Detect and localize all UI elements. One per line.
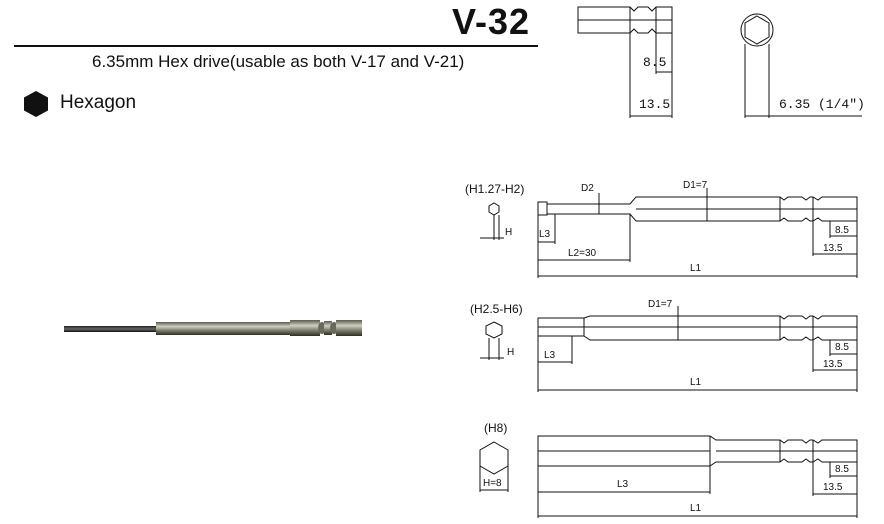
variant-large-l3: L3 xyxy=(617,479,629,490)
shank-hex-size-dim: 6.35 (1/4") xyxy=(779,97,865,112)
variant-small-neck: 8.5 xyxy=(835,225,849,236)
variant-medium-range: (H2.5-H6) xyxy=(470,302,523,316)
variant-medium-h: H xyxy=(507,347,514,358)
variant-medium-hex: 13.5 xyxy=(823,359,843,370)
page-title: V-32 xyxy=(452,1,531,42)
variant-small-l1: L1 xyxy=(690,263,702,274)
variant-large-h: H=8 xyxy=(483,478,502,489)
variant-medium-neck: 8.5 xyxy=(835,342,849,353)
variant-small-hex: 13.5 xyxy=(823,243,843,254)
variant-small-d2: D2 xyxy=(581,183,594,194)
variant-medium-l1: L1 xyxy=(690,377,702,388)
shape-label: Hexagon xyxy=(60,92,137,113)
variant-large-range: (H8) xyxy=(484,421,507,435)
hexagon-icon xyxy=(24,91,48,117)
title-rule xyxy=(14,45,538,47)
variant-small-h: H xyxy=(505,227,512,238)
variant-small-drawing xyxy=(480,188,858,278)
variant-large-hex: 13.5 xyxy=(823,482,843,493)
variant-large-neck: 8.5 xyxy=(835,464,849,475)
variant-small-range: (H1.27-H2) xyxy=(465,182,524,196)
shank-end-view xyxy=(740,13,862,118)
shank-side-view xyxy=(577,6,673,118)
variant-small-l3: L3 xyxy=(539,229,551,240)
variant-large-l1: L1 xyxy=(690,503,702,514)
subtitle: 6.35mm Hex drive(usable as both V-17 and… xyxy=(92,52,465,71)
shank-neck-dim: 8.5 xyxy=(643,55,666,70)
variant-small-d1: D1=7 xyxy=(683,180,708,191)
variant-medium-d1: D1=7 xyxy=(648,299,673,310)
variant-medium-l3: L3 xyxy=(544,350,556,361)
variant-small-l2: L2=30 xyxy=(568,248,597,259)
variant-large-drawing xyxy=(479,435,858,518)
variant-medium-drawing xyxy=(480,306,858,392)
bit-photo xyxy=(64,320,362,336)
shank-hex-length-dim: 13.5 xyxy=(639,97,670,112)
